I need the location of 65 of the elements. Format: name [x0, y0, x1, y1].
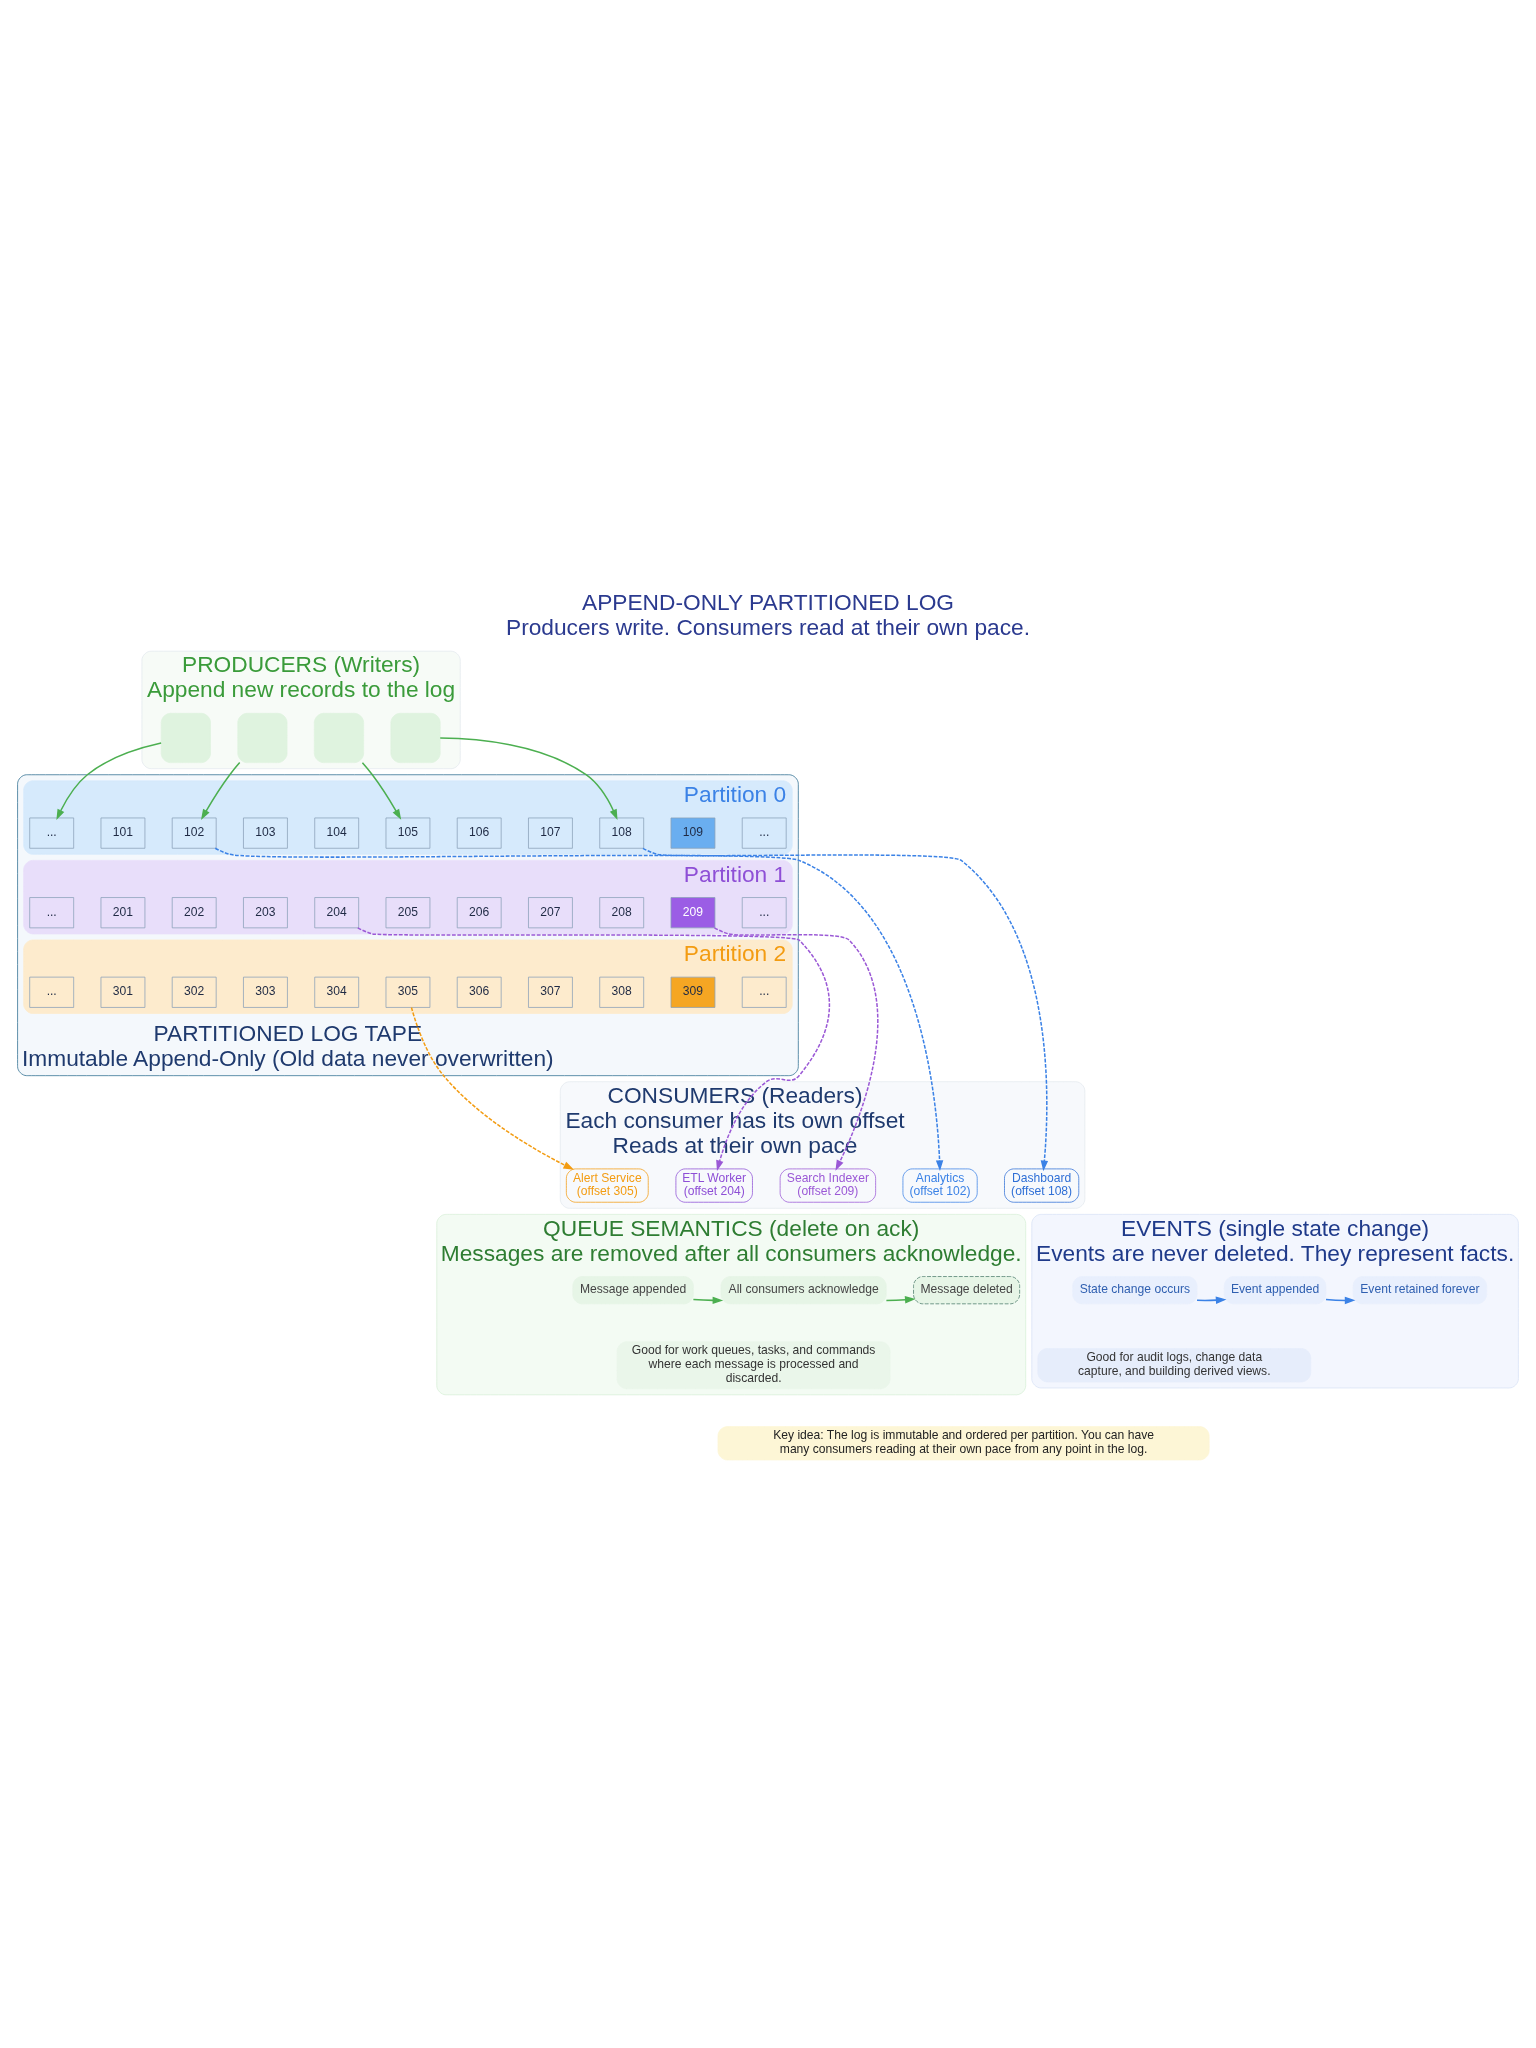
node-box: 206 — [456, 896, 502, 928]
node-box: Alert Service (offset 305) — [566, 1168, 649, 1203]
node-box: Search Indexer (offset 209) — [779, 1168, 876, 1203]
node-box: 201 — [100, 896, 146, 928]
node-box: 102 — [171, 817, 217, 849]
node-box: Analytics (offset 102) — [902, 1168, 978, 1203]
node-box: Message appended — [572, 1275, 694, 1304]
node-box: 101 — [100, 817, 146, 849]
node-box: 209 — [670, 896, 716, 928]
node-box — [390, 712, 441, 763]
node-box: ETL Worker (offset 204) — [675, 1168, 753, 1203]
node-box: 208 — [599, 896, 645, 928]
arrow — [361, 761, 402, 820]
node-box: ... — [29, 896, 75, 928]
node-box: All consumers acknowledge — [720, 1275, 887, 1304]
node-box: 203 — [243, 896, 288, 928]
node-box: Message deleted — [913, 1275, 1021, 1304]
node-box: 309 — [670, 976, 716, 1008]
node-box: 205 — [385, 896, 431, 928]
node-box: 305 — [385, 976, 431, 1008]
node-box: 108 — [599, 817, 645, 849]
node-box — [160, 712, 211, 763]
node-box: 104 — [314, 817, 360, 849]
arrow — [692, 1296, 724, 1304]
arrow — [201, 761, 241, 820]
arrow — [1196, 1295, 1227, 1304]
node-box: Event retained forever — [1352, 1275, 1487, 1304]
node-box: 204 — [314, 896, 360, 928]
node-box: 301 — [100, 976, 146, 1008]
node-box — [237, 712, 288, 763]
node-box: Event appended — [1223, 1275, 1327, 1304]
arrow — [713, 926, 879, 1171]
arrow — [1325, 1296, 1356, 1304]
diagram-title: APPEND-ONLY PARTITIONED LOG — [582, 588, 954, 615]
arrow — [885, 1295, 916, 1304]
node-box: Key idea: The log is immutable and ordered per partition. You can have many consumers reading at their own pace from any point in the log. — [717, 1425, 1210, 1460]
node-box: 306 — [456, 976, 502, 1008]
node-box: 308 — [599, 976, 645, 1008]
node-box: 302 — [171, 976, 217, 1008]
node-box: 304 — [314, 976, 360, 1008]
arrow — [410, 1006, 574, 1170]
node-box: 303 — [243, 976, 288, 1008]
node-box: ... — [29, 976, 75, 1008]
node-box — [313, 712, 364, 763]
node-box: 307 — [528, 976, 573, 1008]
caption: Producers write. Consumers read at their own pace. — [505, 613, 1031, 640]
node-box: 207 — [528, 896, 573, 928]
node-box: ... — [741, 896, 787, 928]
node-box: 106 — [456, 817, 502, 849]
arrow — [214, 847, 944, 1171]
node-box: 202 — [171, 896, 217, 928]
node-box: ... — [741, 817, 787, 849]
node-box: 107 — [528, 817, 573, 849]
arrow — [439, 736, 618, 820]
node-box: Dashboard (offset 108) — [1004, 1168, 1080, 1203]
node-box: 103 — [243, 817, 288, 849]
node-box: 109 — [670, 817, 716, 849]
node-box: State change occurs — [1072, 1275, 1198, 1304]
arrow — [357, 926, 831, 1171]
arrow — [642, 847, 1049, 1171]
node-box: ... — [741, 976, 787, 1008]
node-box: ... — [29, 817, 75, 849]
node-box: 105 — [385, 817, 431, 849]
arrow — [56, 741, 162, 820]
cluster: PRODUCERS (Writers) Append new records to the log — [141, 650, 461, 769]
